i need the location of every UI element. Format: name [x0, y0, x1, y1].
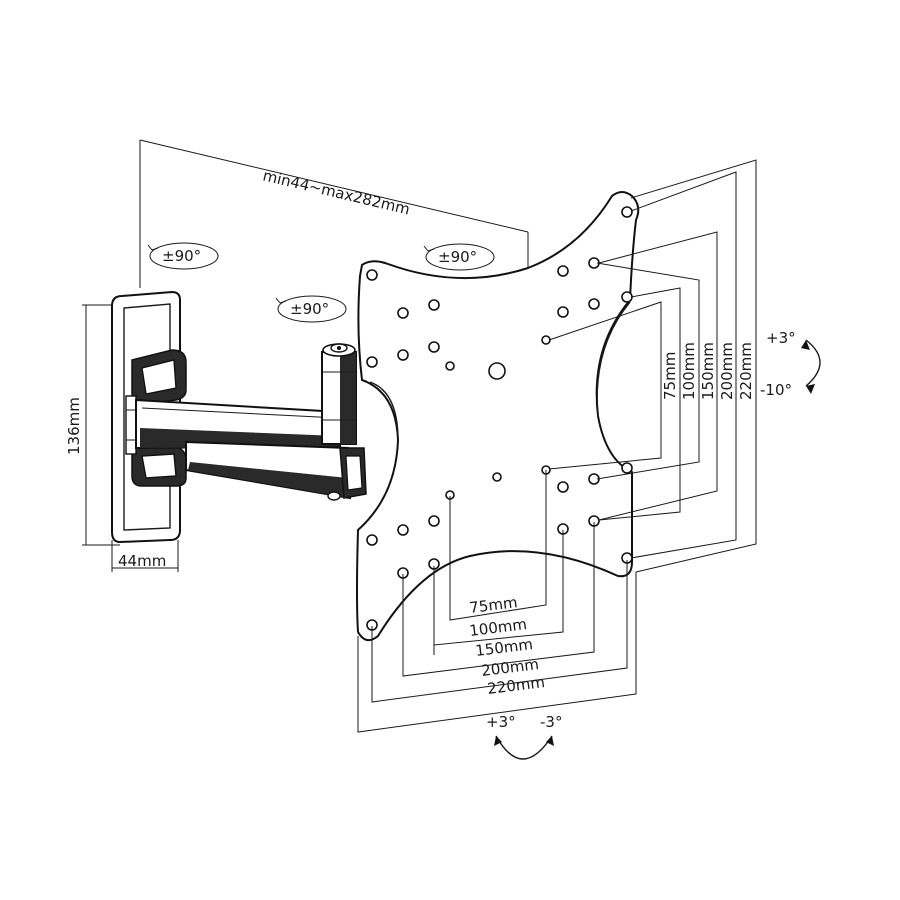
- rotation-badge-wall: ±90°: [147, 242, 219, 270]
- rotation-badge-plate: ±90°: [423, 243, 495, 271]
- vesa-v-100: 100mm: [680, 342, 698, 400]
- width-label: 44mm: [118, 552, 166, 570]
- vesa-v-75: 75mm: [661, 352, 679, 400]
- vesa-horizontal-dimensions: 75mm 100mm 150mm 200mm 220mm: [357, 470, 637, 733]
- vesa-h-75: 75mm: [468, 593, 518, 617]
- swivel-left-label: +3°: [486, 713, 516, 731]
- tilt-indicator: +3° -10°: [760, 329, 821, 399]
- swing-arm: [135, 343, 367, 501]
- rotation-badge-joint: ±90°: [275, 295, 347, 323]
- tilt-down-label: -10°: [760, 381, 792, 399]
- height-dimension: 136mm: [65, 304, 120, 546]
- swivel-right-label: -3°: [540, 713, 562, 731]
- height-label: 136mm: [65, 397, 83, 455]
- arm-length-label: min44~max282mm: [261, 166, 412, 218]
- rotation-joint-label: ±90°: [290, 300, 329, 318]
- rotation-plate-label: ±90°: [438, 248, 477, 266]
- vesa-v-220: 220mm: [737, 342, 755, 400]
- swivel-indicator: +3° -3°: [486, 713, 562, 760]
- vesa-vertical-dimensions: 75mm 100mm 150mm 200mm 220mm: [548, 159, 757, 573]
- vesa-v-150: 150mm: [699, 342, 717, 400]
- rotation-wall-label: ±90°: [162, 247, 201, 265]
- vesa-v-200: 200mm: [718, 342, 736, 400]
- width-dimension: 44mm: [111, 540, 179, 572]
- tilt-up-label: +3°: [766, 329, 796, 347]
